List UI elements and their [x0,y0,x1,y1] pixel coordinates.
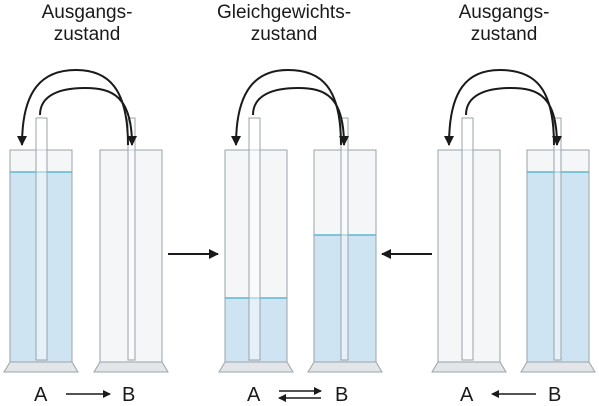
caption-right-line1: Ausgangs- [458,2,550,23]
label-a-middle: A [247,384,261,406]
water-b-middle [314,235,376,362]
label-b-middle: B [335,384,348,406]
arrow-inner-right [465,86,562,146]
arrow-inner-left [39,86,137,146]
base-b-left [93,361,169,373]
caption-right-line2: zustand [470,24,538,45]
base-a-middle [218,361,294,373]
label-a-right: A [460,384,474,406]
tube-a-left [35,117,48,361]
arrow-inner-middle [252,86,349,146]
tube-b-right [553,117,562,361]
caption-left: Ausgangs- zustand [0,2,177,46]
water-b-right [527,172,589,362]
base-b-middle [307,361,383,373]
tube-b-left [127,117,136,361]
cylinder-a-middle [218,117,294,373]
cylinder-a-left [3,117,79,373]
caption-middle-line1: Gleichgewichts- [216,2,352,23]
caption-right: Ausgangs- zustand [414,2,594,46]
reaction-left: A B [34,384,135,406]
cylinder-b-right [520,117,596,373]
base-a-left [3,361,79,373]
caption-left-line1: Ausgangs- [41,2,133,23]
tube-b-middle [340,117,349,361]
setup-middle [218,68,383,373]
label-b-left: B [122,384,135,406]
reaction-middle: A B [247,384,348,406]
setup-left [3,68,169,373]
label-a-left: A [34,384,48,406]
setup-right [431,68,596,373]
cylinder-a-right [431,117,507,373]
tube-a-middle [248,117,261,361]
caption-left-line2: zustand [53,24,121,45]
caption-middle: Gleichgewichts- zustand [194,2,374,46]
reaction-right: A B [460,384,561,406]
base-b-right [520,361,596,373]
water-a-middle [225,298,287,362]
water-a-left [10,172,72,362]
cylinder-b-middle [307,117,383,373]
base-a-right [431,361,507,373]
label-b-right: B [548,384,561,406]
cylinder-b-left [93,117,169,373]
tube-a-right [461,117,474,361]
caption-middle-line2: zustand [250,24,318,45]
